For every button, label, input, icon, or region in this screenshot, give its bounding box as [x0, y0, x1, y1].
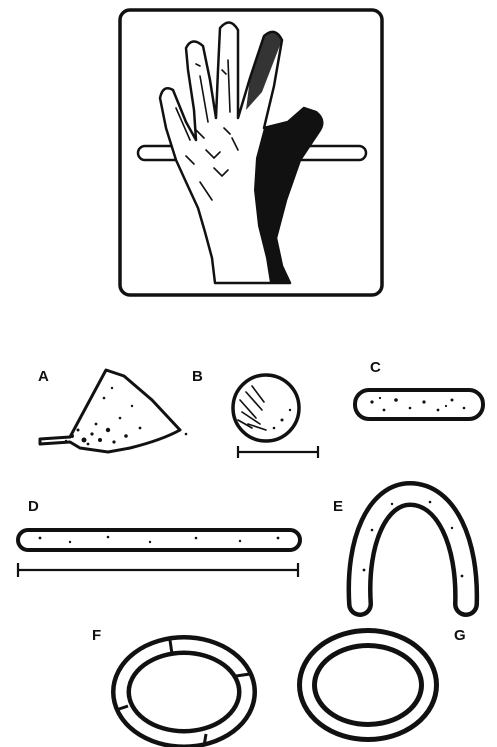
shape-f: F: [92, 627, 250, 746]
label-a: A: [38, 368, 49, 385]
shape-e: E: [333, 494, 466, 604]
label-e: E: [333, 498, 343, 515]
shape-g: G: [307, 627, 466, 732]
label-d: D: [28, 498, 39, 515]
hand-panel: [120, 10, 382, 295]
label-g: G: [454, 627, 466, 644]
shape-d: D: [18, 498, 300, 577]
label-f: F: [92, 627, 101, 644]
segmented-ring-inner: [121, 645, 247, 739]
long-rod-shape: [18, 530, 300, 550]
sphere-shape: [233, 375, 299, 441]
label-b: B: [192, 368, 203, 385]
label-c: C: [370, 359, 381, 376]
shape-a: A: [38, 368, 187, 452]
shape-b: B: [192, 368, 318, 458]
scale-bar-d: [18, 563, 298, 577]
scale-bar-b: [238, 446, 318, 458]
short-rod-shape: [355, 390, 483, 419]
cone-shape: [40, 370, 180, 452]
shape-c: C: [355, 359, 483, 419]
ring-inner: [307, 638, 429, 732]
